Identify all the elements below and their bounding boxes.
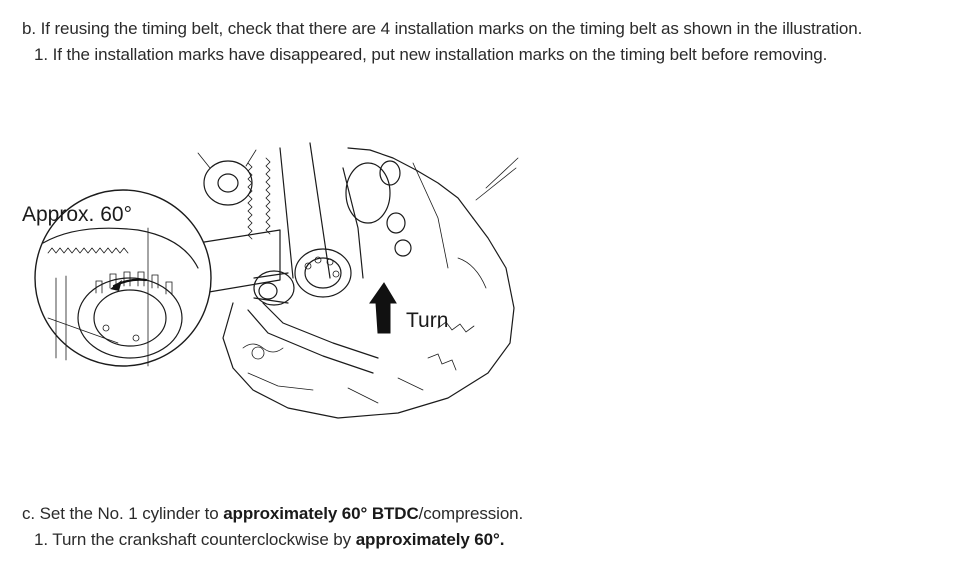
step-c-text-end: /compression. (418, 504, 524, 523)
magnified-crank-gear (42, 227, 199, 367)
step-c-substep-1: 1. Turn the crankshaft counterclockwise … (34, 529, 504, 551)
turn-label: Turn (406, 309, 448, 332)
step-b-text: b. If reusing the timing belt, check tha… (22, 19, 863, 38)
step-c-substep-1-start: 1. Turn the crankshaft counterclockwise … (34, 530, 356, 549)
timing-belt-illustration: Turn Approx. 60° (18, 128, 522, 428)
step-c-text-start: c. Set the No. 1 cylinder to (22, 504, 224, 523)
step-c-substep-1-bold: approximately 60°. (355, 530, 505, 549)
angle-label: Approx. 60° (22, 203, 132, 226)
step-c-bold: approximately 60° BTDC (223, 504, 419, 523)
step-b-substep-1: 1. If the installation marks have disapp… (34, 45, 828, 64)
step-c-text: c. Set the No. 1 cylinder to approximate… (22, 503, 523, 525)
